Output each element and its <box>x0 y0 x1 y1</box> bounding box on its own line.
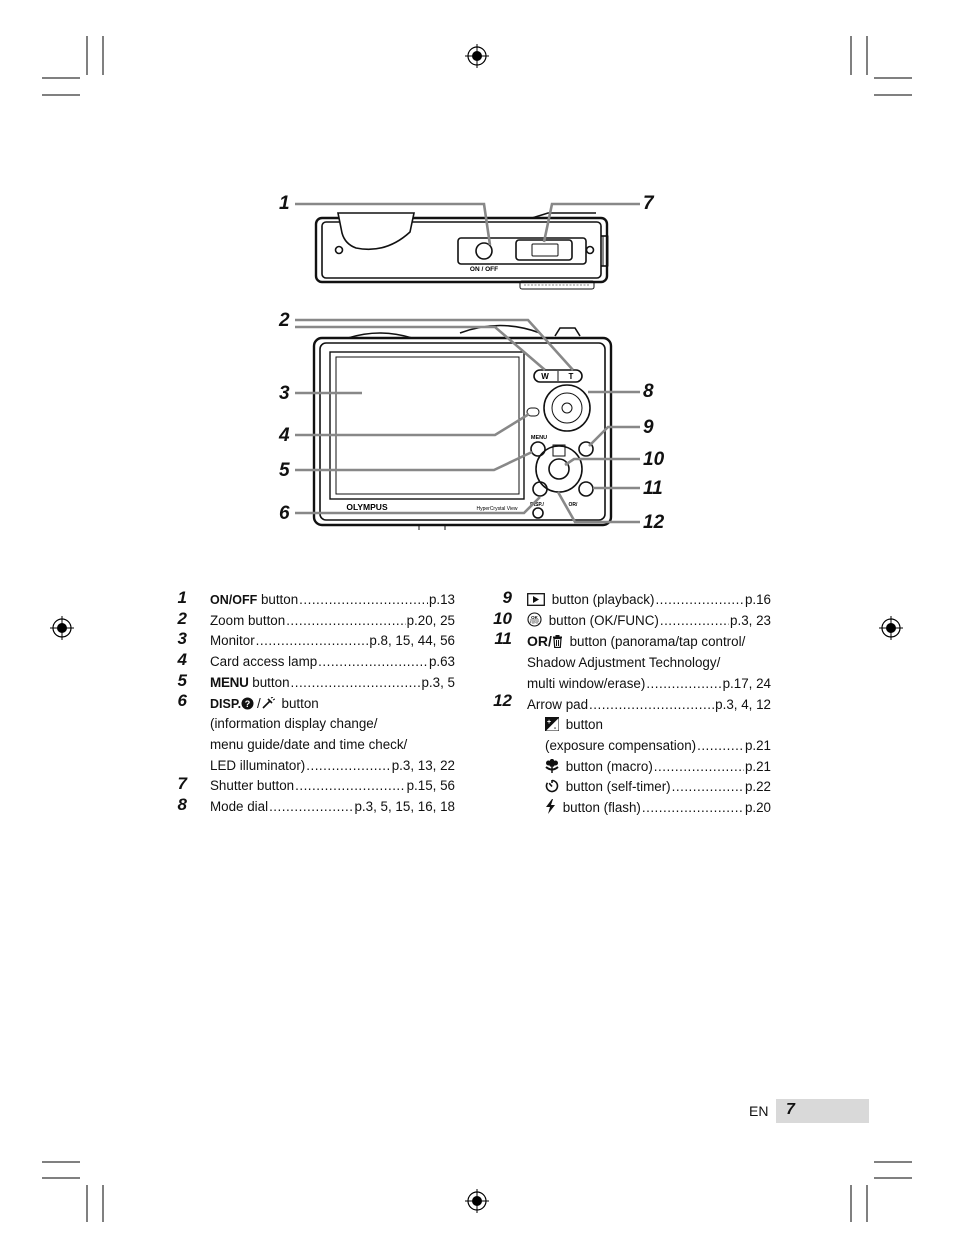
leader-lines <box>295 202 640 524</box>
on-off-label: ON / OFF <box>470 266 498 273</box>
macro-icon <box>545 758 559 773</box>
or-label: OR/ <box>569 502 579 508</box>
callout-7: 7 <box>643 193 654 214</box>
playback-icon <box>527 593 545 606</box>
list-item-sub: (exposure compensation)p.21 <box>545 736 771 757</box>
callout-6: 6 <box>279 503 290 524</box>
list-item-continuation: Shadow Adjustment Technology/ <box>527 655 721 671</box>
zoom-t-label: T <box>569 372 574 381</box>
item-number: 8 <box>177 795 187 814</box>
callout-9: 9 <box>643 417 654 438</box>
callout-5: 5 <box>279 460 290 481</box>
list-item: OR/ button (panorama/tap control/ <box>527 633 746 650</box>
zoom-w-label: W <box>541 372 549 381</box>
screen-label: HyperCrystal View <box>476 506 517 512</box>
list-item: Card access lampp.63 <box>210 652 455 673</box>
led-illuminator-icon <box>262 696 275 709</box>
self-timer-icon <box>545 780 559 793</box>
svg-text:-: - <box>554 725 557 731</box>
camera-top-view <box>314 212 609 290</box>
svg-text:OK: OK <box>531 615 539 620</box>
registration-mark-left <box>50 616 74 640</box>
callout-12: 12 <box>643 512 665 533</box>
list-item-sub: button (flash) p.20 <box>545 798 771 819</box>
left-entry-list: ON/OFF button p.13 Zoom buttonp.20, 25 M… <box>210 590 455 818</box>
page-number: 7 <box>786 1101 795 1118</box>
item-number: 1 <box>177 588 187 607</box>
callout-2: 2 <box>279 310 290 331</box>
callout-1: 1 <box>279 193 290 214</box>
list-item: Arrow padp.3, 4, 12 <box>527 695 771 716</box>
flash-icon <box>546 799 555 815</box>
item-number: 11 <box>494 629 512 648</box>
list-item-continuation: (information display change/ <box>210 716 378 732</box>
list-item: Mode dialp.3, 5, 15, 16, 18 <box>210 797 455 818</box>
list-item: DISP.?/ button <box>210 695 319 711</box>
brand-logo: OLYMPUS <box>346 502 388 512</box>
menu-label: MENU <box>531 435 547 441</box>
list-item: Zoom buttonp.20, 25 <box>210 611 455 632</box>
svg-text:?: ? <box>245 699 251 709</box>
callout-3: 3 <box>279 383 290 404</box>
item-number: 3 <box>177 629 187 648</box>
item-number: 5 <box>177 671 187 690</box>
list-item-continuation: multi window/erase)p.17, 24 <box>527 674 771 695</box>
item-number: 12 <box>493 691 512 710</box>
guide-icon: ? <box>241 697 254 710</box>
exposure-icon: +- <box>545 717 559 732</box>
callout-10: 10 <box>643 449 665 470</box>
arrow-pad-sublist: +- button (exposure compensation)p.21 bu… <box>527 715 771 819</box>
item-number: 7 <box>177 774 187 793</box>
list-item: Monitorp.8, 15, 44, 56 <box>210 631 455 652</box>
callout-8: 8 <box>643 381 654 402</box>
list-item-sub: button (self-timer) p.22 <box>545 777 771 798</box>
list-item-sub: button (macro) p.21 <box>545 757 771 778</box>
list-item: Shutter buttonp.15, 56 <box>210 776 455 797</box>
item-number: 6 <box>177 691 187 710</box>
list-item-sub: +- button <box>545 717 603 733</box>
registration-mark-right <box>879 616 903 640</box>
item-number: 4 <box>177 650 187 669</box>
list-item: MENU button p.3, 5 <box>210 673 455 694</box>
registration-mark-top <box>465 44 489 68</box>
registration-mark-bottom <box>465 1189 489 1213</box>
list-item: ON/OFF button p.13 <box>210 590 455 611</box>
list-item-continuation: LED illuminator)p.3, 13, 22 <box>210 756 455 777</box>
camera-back-view <box>312 324 613 530</box>
svg-text:FUNC: FUNC <box>530 620 540 624</box>
callout-4: 4 <box>279 425 290 446</box>
svg-text:+: + <box>547 719 551 726</box>
page-number-bar <box>776 1099 869 1123</box>
trash-icon <box>552 635 562 649</box>
item-number: 10 <box>493 609 512 628</box>
language-label: EN <box>749 1103 769 1119</box>
list-item-continuation: menu guide/date and time check/ <box>210 736 408 752</box>
item-number: 2 <box>177 609 187 628</box>
disp-label: DISP./ <box>530 502 544 508</box>
list-item: button (playback) p.16 <box>527 590 771 611</box>
callout-11: 11 <box>643 478 663 499</box>
camera-diagram: ON / OFF W T MENU DISP./ OR/ OLYMPUS Hyp… <box>295 202 640 530</box>
item-number: 9 <box>502 588 512 607</box>
